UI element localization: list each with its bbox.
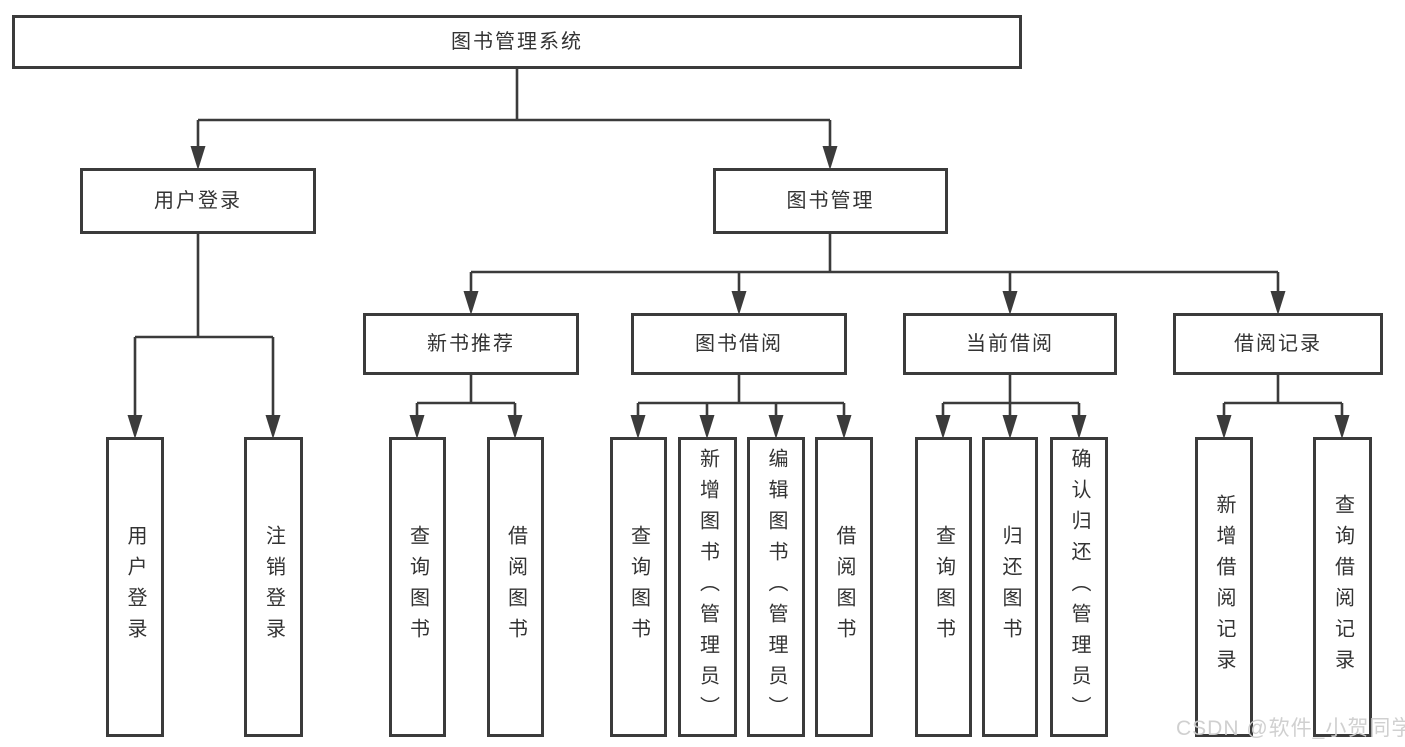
node-root: 图书管理系统 (12, 15, 1022, 69)
node-borrow-records: 借阅记录 (1173, 313, 1383, 375)
arrowhead-icon (1334, 415, 1350, 439)
node-leaf-bb-query: 查询图书 (610, 437, 667, 737)
arrowhead-icon (409, 415, 425, 439)
node-book-borrow: 图书借阅 (631, 313, 847, 375)
arrowhead-icon (1270, 291, 1286, 315)
node-leaf-br-query: 查询借阅记录 (1313, 437, 1372, 737)
node-leaf-nb-query: 查询图书 (389, 437, 446, 737)
arrowhead-icon (935, 415, 951, 439)
node-leaf-bb-edit: 编辑图书（管理员） (747, 437, 805, 737)
node-leaf-bb-borrow: 借阅图书 (815, 437, 873, 737)
arrowhead-icon (190, 146, 206, 170)
arrowhead-icon (768, 415, 784, 439)
node-leaf-cb-confirm: 确认归还（管理员） (1050, 437, 1108, 737)
arrowhead-icon (731, 291, 747, 315)
arrowhead-icon (699, 415, 715, 439)
arrowhead-icon (836, 415, 852, 439)
arrowhead-icon (507, 415, 523, 439)
node-leaf-br-add: 新增借阅记录 (1195, 437, 1253, 737)
watermark: CSDN @软件_小贺同学 (1176, 717, 1405, 740)
node-book-mgmt: 图书管理 (713, 168, 948, 234)
node-user-login: 用户登录 (80, 168, 316, 234)
arrowhead-icon (1002, 291, 1018, 315)
node-leaf-bb-add: 新增图书（管理员） (678, 437, 737, 737)
arrowhead-icon (1002, 415, 1018, 439)
arrowhead-icon (265, 415, 281, 439)
node-leaf-ul-login: 用户登录 (106, 437, 164, 737)
arrowhead-icon (1071, 415, 1087, 439)
arrowhead-icon (1216, 415, 1232, 439)
arrowhead-icon (630, 415, 646, 439)
node-leaf-cb-query: 查询图书 (915, 437, 972, 737)
node-leaf-cb-return: 归还图书 (982, 437, 1038, 737)
node-new-books: 新书推荐 (363, 313, 579, 375)
arrowhead-icon (127, 415, 143, 439)
arrowhead-icon (463, 291, 479, 315)
node-leaf-nb-borrow: 借阅图书 (487, 437, 544, 737)
node-current-borrow: 当前借阅 (903, 313, 1117, 375)
node-leaf-ul-logout: 注销登录 (244, 437, 303, 737)
arrowhead-icon (822, 146, 838, 170)
